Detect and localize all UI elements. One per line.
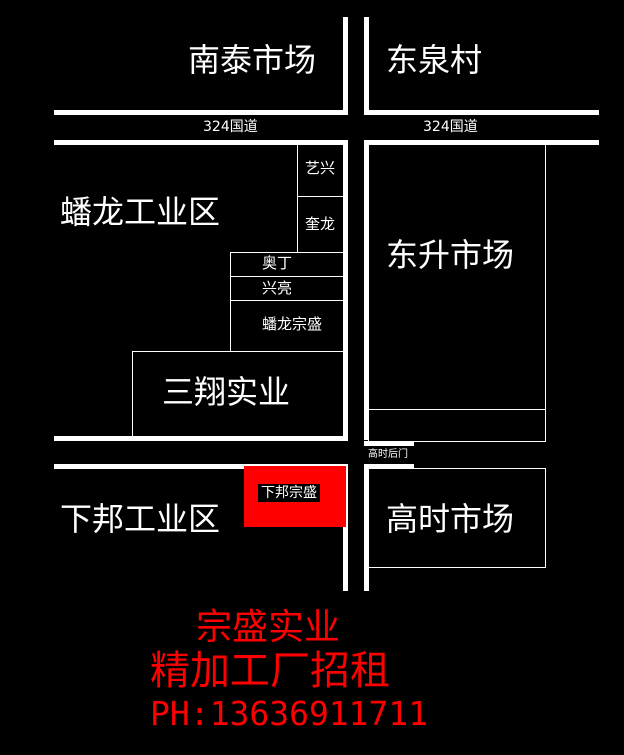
plot-kuilong-label: 奎龙 — [305, 215, 336, 233]
road-vertical-left-mid — [343, 140, 348, 440]
ad-phone: PH:13636911711 — [150, 694, 429, 733]
region-panlong-industrial: 蟠龙工业区 — [60, 193, 221, 231]
plot-aoding-label: 奥丁 — [262, 254, 293, 272]
road-vertical-left-bottom — [343, 464, 348, 591]
plot-yixing-label: 艺兴 — [305, 159, 336, 177]
road-gaoshi-back-upper — [364, 441, 414, 446]
plot-gaoshi-market — [368, 468, 546, 568]
ad-headline: 精加工厂招租 — [150, 648, 390, 694]
plot-dongsheng-lower — [368, 409, 546, 442]
plot-dongsheng-market — [368, 144, 546, 410]
highlight-xiabang-zongsheng-label: 下邦宗盛 — [258, 484, 320, 502]
road-vertical-left-top — [343, 17, 348, 113]
region-dongsheng-market: 东升市场 — [386, 236, 515, 274]
plot-sanxiang — [132, 351, 344, 437]
road-horizontal-mid-lower — [54, 464, 348, 469]
road-vertical-right-top — [364, 17, 369, 113]
road-horizontal-mid-upper — [54, 436, 348, 441]
road-324-lower-right — [364, 140, 599, 145]
road-vertical-right-bottom — [364, 464, 369, 591]
road-324-left-label: 324国道 — [203, 119, 258, 135]
road-vertical-right-mid — [364, 140, 369, 440]
road-324-upper-right — [364, 110, 599, 115]
plot-xingliang-label: 兴亮 — [262, 279, 293, 297]
road-gaoshi-back-lower — [364, 464, 414, 469]
ad-company: 宗盛实业 — [196, 607, 341, 648]
region-gaoshi-market: 高时市场 — [386, 500, 515, 538]
road-324-right-label: 324国道 — [423, 119, 478, 135]
region-nantai-market: 南泰市场 — [188, 41, 317, 79]
gaoshi-back-gate-label: 高时后门 — [368, 449, 408, 460]
region-xiabang-industrial: 下邦工业区 — [60, 500, 221, 538]
plot-panlong-zongsheng-label: 蟠龙宗盛 — [262, 315, 323, 333]
road-324-lower-left — [54, 140, 348, 145]
region-dongquan-village: 东泉村 — [386, 41, 483, 79]
road-324-upper-left — [54, 110, 348, 115]
region-sanxiang: 三翔实业 — [162, 373, 291, 411]
